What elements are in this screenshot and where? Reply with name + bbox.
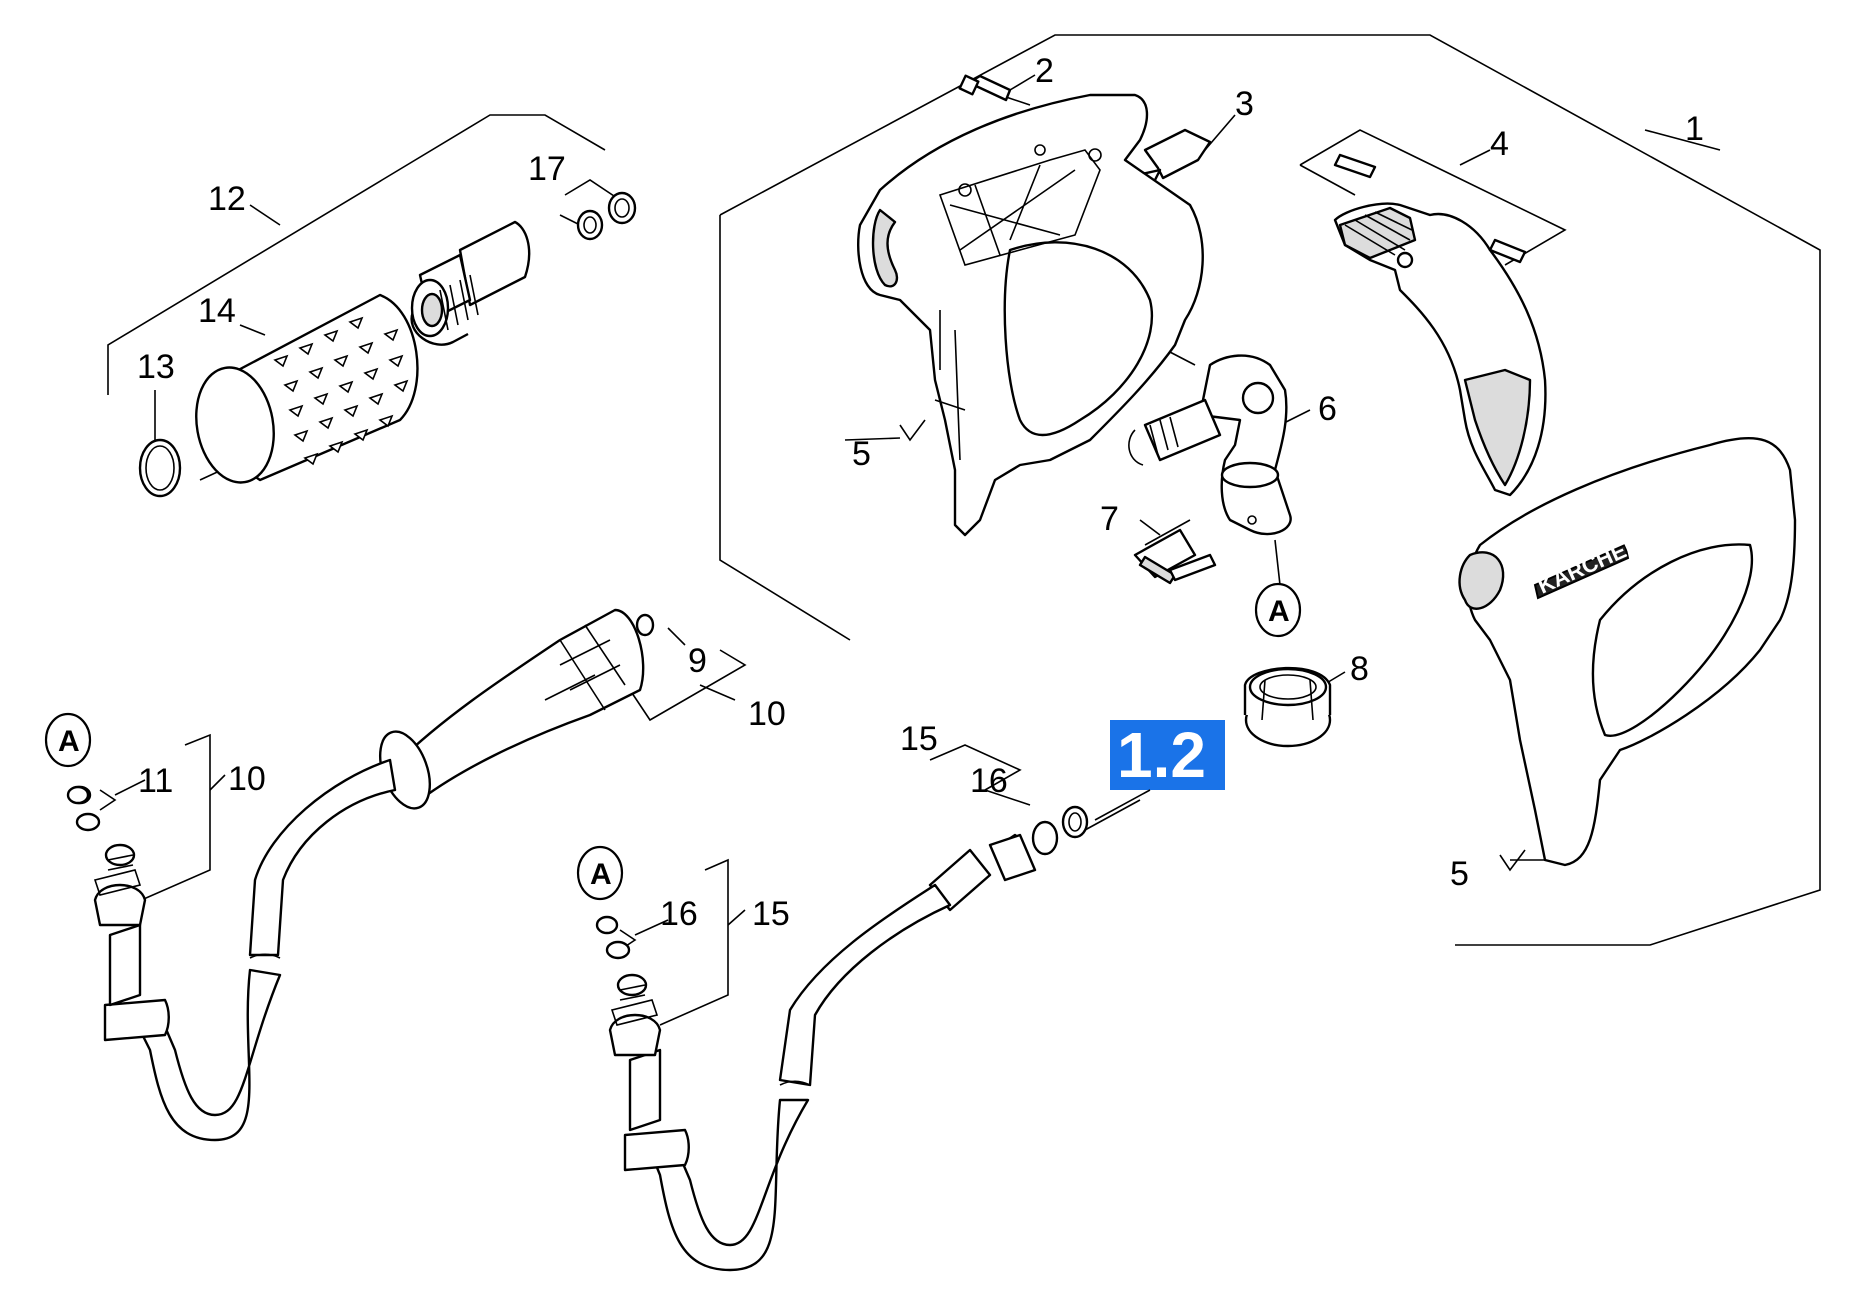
svg-text:A: A (58, 725, 80, 758)
callout-16a: 16 (970, 762, 1008, 800)
callout-2: 2 (1035, 52, 1054, 90)
callout-9: 9 (688, 642, 707, 680)
screw-part-2 (958, 74, 1012, 102)
seal-rings-part-17 (576, 191, 637, 241)
callout-13: 13 (137, 348, 175, 386)
callout-16b: 16 (660, 895, 698, 933)
callout-7: 7 (1100, 500, 1119, 538)
lance-grip-part-10 (379, 608, 655, 810)
callout-14: 14 (198, 292, 236, 330)
trigger-lever-part-4 (1333, 153, 1547, 497)
housing-half-right-part-5: KÄRCHER (1458, 437, 1797, 867)
callout-6: 6 (1318, 390, 1337, 428)
group-outline-1 (719, 34, 1821, 946)
nozzle-body-part-12 (410, 220, 531, 346)
callout-15a: 15 (900, 720, 938, 758)
sleeve-perforations (273, 316, 409, 466)
highlight-badge[interactable]: 1.2 (1094, 719, 1225, 821)
group-outline-12 (107, 114, 606, 395)
callout-5a: 5 (852, 435, 871, 473)
callout-4: 4 (1490, 125, 1509, 163)
callout-15b: 15 (752, 895, 790, 933)
perforated-sleeve-part-14 (195, 293, 419, 484)
callout-10a: 10 (748, 695, 786, 733)
svg-text:A: A (1268, 595, 1290, 628)
callout-11: 11 (138, 762, 173, 800)
o-ring-part-11 (66, 785, 90, 805)
locking-slide-part-7 (1133, 519, 1217, 585)
circle-marker-a-2: A (44, 712, 92, 768)
callout-10b: 10 (228, 760, 266, 798)
hose-part-15 (595, 805, 1089, 1272)
callout-5b: 5 (1450, 855, 1469, 893)
elbow-fitting-part-6 (1128, 354, 1292, 536)
circle-marker-a-1: A (1254, 582, 1302, 638)
callout-3: 3 (1235, 85, 1254, 123)
housing-half-left-part-5 (857, 93, 1204, 537)
svg-text:A: A (590, 858, 612, 891)
circle-marker-a-3: A (576, 845, 624, 901)
callout-17: 17 (528, 150, 566, 188)
callout-8: 8 (1350, 650, 1369, 688)
callout-12: 12 (208, 180, 246, 218)
highlight-badge-text: 1.2 (1117, 719, 1206, 791)
collar-nut-part-8 (1243, 666, 1332, 748)
callout-labels: 1 2 3 4 5 5 6 7 8 9 10 10 11 12 13 14 15… (137, 52, 1704, 933)
retaining-ring-part-13 (138, 438, 182, 498)
callout-1: 1 (1685, 110, 1704, 148)
hose-part-10 (68, 758, 397, 1142)
highlight-badge-box (1110, 720, 1225, 790)
